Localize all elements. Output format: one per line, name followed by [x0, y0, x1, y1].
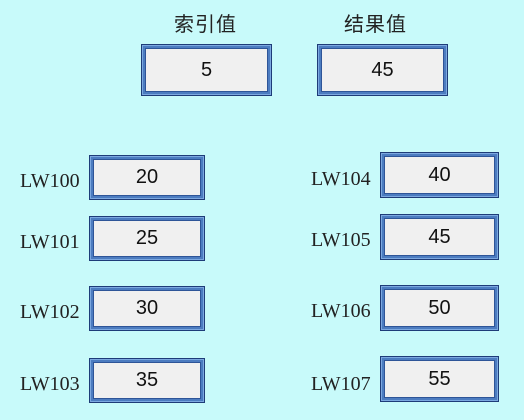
register-label-lw103: LW103 [20, 373, 80, 395]
register-field-lw104[interactable]: 40 [380, 152, 499, 198]
register-label-lw105: LW105 [311, 229, 371, 251]
register-field-lw101[interactable]: 25 [89, 216, 205, 261]
result-value-field[interactable]: 45 [317, 44, 448, 96]
register-value-lw106: 50 [428, 296, 451, 319]
register-label-lw107: LW107 [311, 373, 371, 395]
register-value-lw102: 30 [135, 297, 159, 319]
register-label-lw101: LW101 [20, 231, 80, 253]
register-value-lw103: 35 [135, 369, 159, 391]
result-value-text: 45 [371, 58, 394, 81]
register-value-lw100: 20 [135, 166, 159, 188]
register-label-lw104: LW104 [311, 168, 371, 190]
register-field-lw107[interactable]: 55 [380, 356, 499, 402]
index-value-text: 5 [200, 58, 213, 81]
register-value-lw101: 25 [135, 227, 159, 249]
register-field-lw102[interactable]: 30 [89, 286, 205, 331]
register-field-lw100[interactable]: 20 [89, 155, 205, 200]
index-value-label: 索引值 [174, 12, 237, 36]
register-label-lw102: LW102 [20, 301, 80, 323]
register-value-lw105: 45 [428, 225, 451, 248]
register-value-lw104: 40 [428, 163, 451, 186]
index-value-field[interactable]: 5 [141, 44, 272, 96]
register-label-lw100: LW100 [20, 170, 80, 192]
register-value-lw107: 55 [428, 367, 451, 390]
register-field-lw103[interactable]: 35 [89, 358, 205, 403]
result-value-label: 结果值 [344, 12, 407, 36]
register-label-lw106: LW106 [311, 300, 371, 322]
register-field-lw105[interactable]: 45 [380, 214, 499, 260]
register-field-lw106[interactable]: 50 [380, 285, 499, 331]
